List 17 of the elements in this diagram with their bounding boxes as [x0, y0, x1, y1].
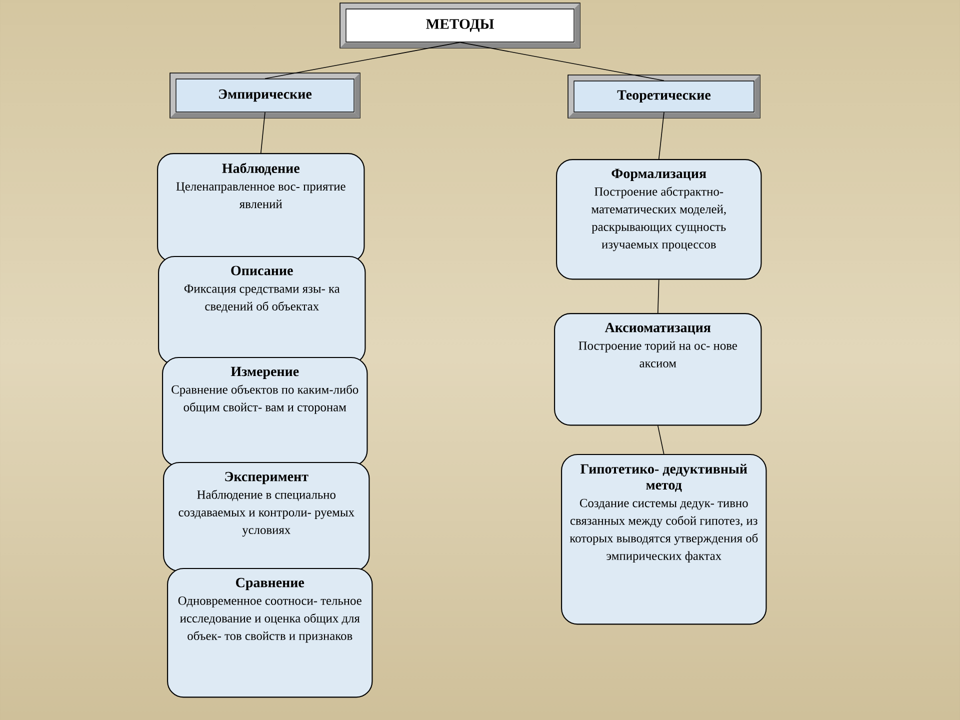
connector-line [657, 425, 664, 454]
connector-line [260, 112, 266, 154]
method-box: Описание Фиксация средствами язы- ка сведений об объектах [158, 256, 366, 365]
method-box: Измерение Сравнение объектов по каким-либо общим свойст- вам и сторонам [162, 357, 368, 467]
connector-line [460, 42, 664, 82]
title-box: МЕТОДЫ [340, 2, 580, 48]
connector-line [658, 112, 664, 160]
category-box: Теоретические [568, 74, 760, 118]
connector-line [657, 279, 660, 314]
method-box: Формализация Построение абстрактно- математических моделей, раскрывающих сущность изучаемых процессов [556, 159, 762, 280]
connector-line [264, 42, 460, 80]
method-box: Аксиоматизация Построение торий на ос- нове аксиом [554, 313, 762, 426]
method-box: Эксперимент Наблюдение в специально создаваемых и контроли- руемых условиях [163, 462, 370, 572]
method-box: Гипотетико- дедуктивный метод Создание системы дедук- тивно связанных между собой гипотез, из которых выводятся утверждения об эмпирических фактах [561, 454, 767, 625]
category-box: Эмпирические [170, 72, 360, 118]
method-box: Наблюдение Целенаправленное вос- приятие явлений [157, 153, 365, 263]
method-box: Сравнение Одновременное соотноси- тельное исследование и оценка общих для объек- тов свойств и признаков [167, 568, 373, 698]
